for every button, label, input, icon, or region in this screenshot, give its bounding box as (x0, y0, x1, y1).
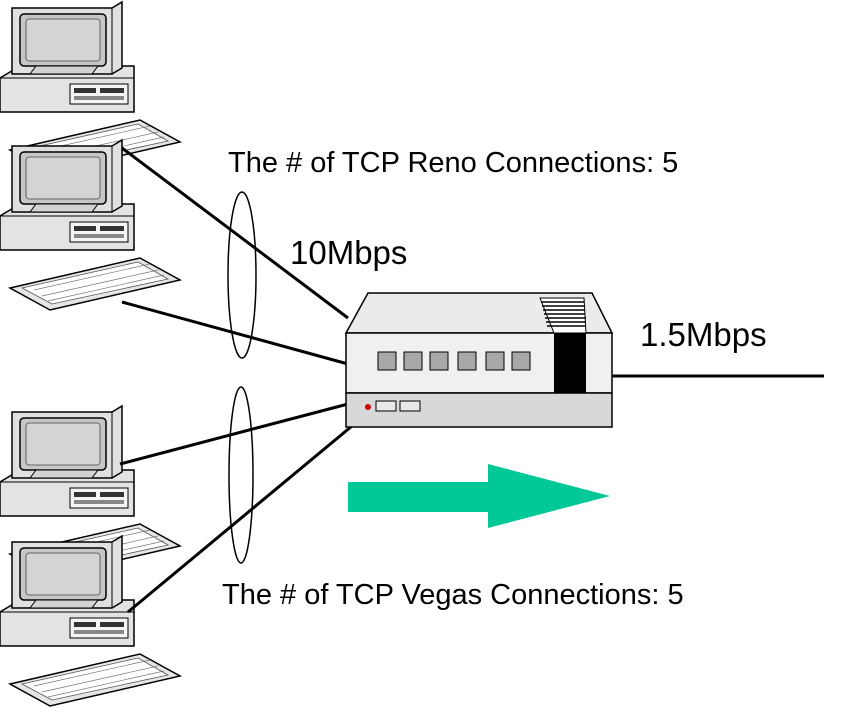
reno-connections-label: The # of TCP Reno Connections: 5 (228, 147, 678, 179)
direction-arrow (348, 464, 610, 528)
router (344, 292, 614, 428)
link-reno-1 (121, 146, 349, 320)
router-led (365, 404, 371, 410)
computer-reno-2 (0, 139, 181, 311)
reno-group-ellipse (227, 191, 257, 359)
vegas-connections-label: The # of TCP Vegas Connections: 5 (222, 579, 684, 611)
link-vegas-1 (119, 402, 349, 466)
bottleneck-speed-label: 1.5Mbps (640, 316, 767, 353)
access-link-speed-label: 10Mbps (290, 234, 407, 271)
link-reno-2 (121, 300, 349, 366)
computer-vegas-2 (0, 535, 181, 707)
vegas-group-ellipse (228, 386, 254, 564)
link-vegas-2 (127, 424, 353, 614)
